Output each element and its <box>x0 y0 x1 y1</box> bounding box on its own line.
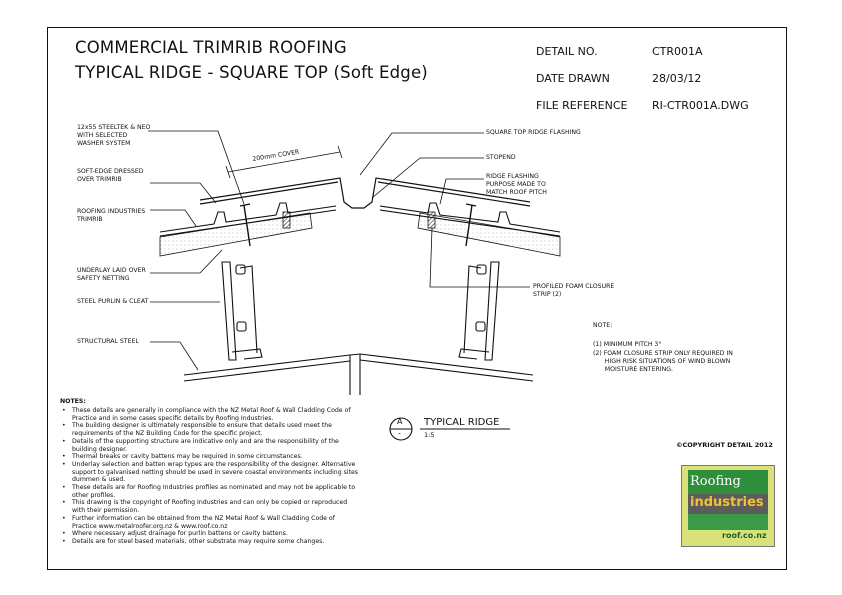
title-line-2: TYPICAL RIDGE - SQUARE TOP (Soft Edge) <box>75 63 428 82</box>
label-foam-closure: PROFILED FOAM CLOSURE STRIP (2) <box>533 283 615 298</box>
file-reference-value: RI-CTR001A.DWG <box>652 99 749 112</box>
date-drawn-value: 28/03/12 <box>652 72 702 85</box>
note-item: This drawing is the copyright of Roofing… <box>60 499 360 514</box>
copyright-text: ©COPYRIGHT DETAIL 2012 <box>676 441 773 449</box>
note-item: These details are for Roofing Industries… <box>60 484 360 499</box>
detail-no-value: CTR001A <box>652 45 703 58</box>
foam-closure-left <box>282 211 291 229</box>
trimrib-left <box>159 202 337 237</box>
drawing-border <box>47 27 787 570</box>
left-purlin-cleat <box>221 261 263 361</box>
note-item: The building designer is ultimately resp… <box>60 422 360 437</box>
label-trimrib: ROOFING INDUSTRIES TRIMRIB <box>77 208 146 223</box>
label-underlay: UNDERLAY LAID OVER SAFETY NETTING <box>77 267 146 282</box>
section-scale: 1:5 <box>424 431 435 439</box>
side-note-2: (2) FOAM CLOSURE STRIP ONLY REQUIRED IN … <box>593 350 733 373</box>
section-dash: - <box>398 429 401 438</box>
label-structural-steel: STRUCTURAL STEEL <box>77 338 139 345</box>
side-notes-heading: NOTE: <box>593 322 613 329</box>
logo-word-roofing: Roofing <box>690 474 741 489</box>
file-reference-label: FILE REFERENCE <box>536 99 628 112</box>
right-purlin-cleat <box>458 261 500 361</box>
note-item: Thermal breaks or cavity battens may be … <box>60 453 360 461</box>
label-soft-edge: SOFT-EDGE DRESSED OVER TRIMRIB <box>77 168 144 183</box>
notes-heading: NOTES: <box>60 398 86 405</box>
title-line-1: COMMERCIAL TRIMRIB ROOFING <box>75 38 347 57</box>
section-letter: A <box>397 417 403 426</box>
notes-list: These details are generally in complianc… <box>60 407 360 546</box>
note-item: Details are for steel based materials, o… <box>60 538 360 546</box>
note-item: These details are generally in complianc… <box>60 407 360 422</box>
structural-steel <box>183 353 534 395</box>
note-item: Further information can be obtained from… <box>60 515 360 530</box>
side-note-1: (1) MINIMUM PITCH 3° <box>593 341 662 348</box>
date-drawn-label: DATE DRAWN <box>536 72 610 85</box>
note-item: Where necessary adjust drainage for purl… <box>60 530 360 538</box>
label-steeltek-fastener: 12x55 STEELTEK & NEO WITH SELECTED WASHE… <box>77 124 151 147</box>
note-item: Details of the supporting structure are … <box>60 438 360 453</box>
logo-word-industries: industries <box>690 495 764 510</box>
foam-closure-right <box>427 211 436 229</box>
section-title: TYPICAL RIDGE <box>424 417 500 428</box>
leader-lines <box>148 130 530 371</box>
cover-dimension <box>225 145 343 179</box>
label-square-top-flashing: SQUARE TOP RIDGE FLASHING <box>486 129 581 136</box>
logo-url: roof.co.nz <box>722 531 767 540</box>
label-purlin-cleat: STEEL PURLIN & CLEAT <box>77 298 149 305</box>
note-item: Underlay selection and batten wrap types… <box>60 461 360 484</box>
square-top-ridge-flashing <box>199 177 531 209</box>
fastener-left <box>239 203 251 247</box>
detail-no-label: DETAIL NO. <box>536 45 598 58</box>
label-stopend: STOPEND <box>486 154 516 161</box>
section-marker <box>389 417 510 441</box>
fastener-right <box>465 203 477 247</box>
label-ridge-flashing: RIDGE FLASHING PURPOSE MADE TO MATCH ROO… <box>486 173 547 196</box>
roofing-industries-logo: Roofing industries roof.co.nz <box>681 465 775 547</box>
underlay-right <box>417 212 561 257</box>
